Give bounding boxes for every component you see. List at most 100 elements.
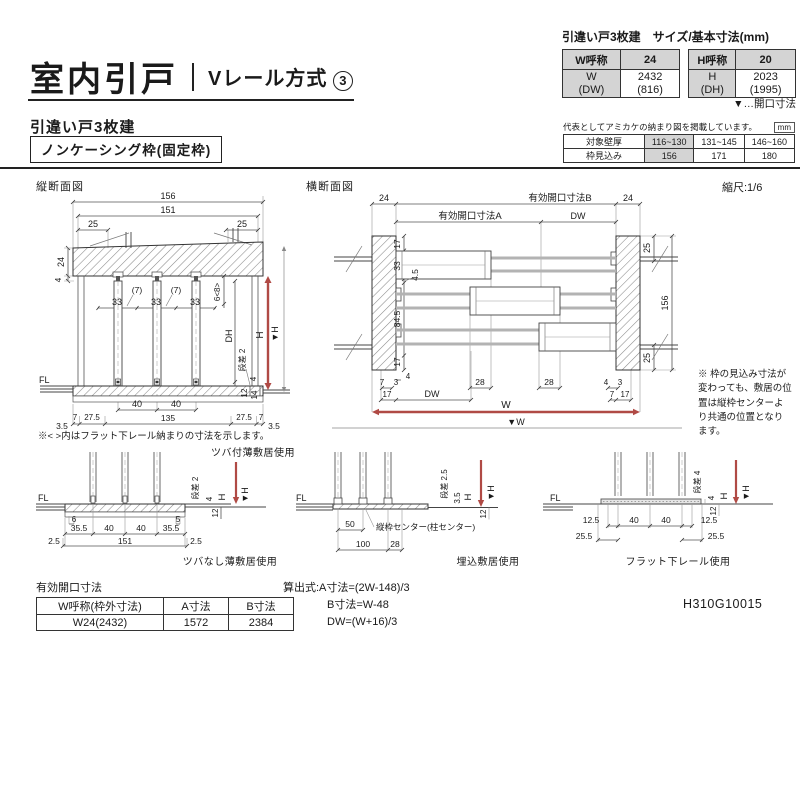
dim-4-left: 4 [406, 372, 411, 381]
scale-note: 縮尺:1/6 [722, 182, 763, 194]
step-label: 段差 2 [237, 348, 247, 371]
title-underline [28, 72, 354, 101]
flat-rail-note: ※< >内はフラット下レール納まりの寸法を示します。 [38, 430, 269, 442]
formula-line3: DW=(W+16)/3 [327, 616, 398, 629]
size-table-block: 引違い戸3枚建 サイズ/基本寸法(mm) W呼称 24 W (DW) 2432 … [562, 28, 796, 99]
detail-3: FL 段差 4 4 H ▼H 12 12.5 40 40 12.5 25.5 2… [543, 452, 773, 568]
dim-3-left: 3 [394, 378, 399, 387]
dim-151: 151 [160, 205, 175, 215]
dim-125a: 12.5 [583, 515, 600, 525]
caption-plain-sill: ツバなし薄敷居使用 [183, 555, 278, 568]
dim-H: H [217, 493, 228, 500]
dim-17-right: 17 [621, 390, 630, 399]
detail-1: FL 段差 2 4 H ▼H 12 6 5 35.5 40 40 35.5 2.… [36, 446, 295, 568]
sill-detail-drawings: FL 段差 2 4 H ▼H 12 6 5 35.5 40 40 35.5 2.… [36, 446, 773, 568]
datum-H: ▼H [270, 326, 280, 341]
h-name-header: H呼称 [688, 49, 737, 70]
leader-lines [126, 294, 251, 386]
wall-thickness-table: 対象壁厚 116~130 131~145 146~160 枠見込み 156 17… [563, 134, 796, 163]
caption-flat-rail: フラット下レール使用 [626, 555, 731, 568]
dim-50: 50 [345, 519, 355, 529]
opening-dimension-table: W呼称(枠外寸法) A寸法 B寸法 W24(2432) 1572 2384 [36, 597, 294, 631]
h-dim-value: 2023 (1995) [735, 68, 796, 99]
dim-25-right: 25 [237, 219, 247, 229]
caption-flanged-sill: ツバ付薄敷居使用 [211, 446, 295, 459]
dim-12: 12 [479, 509, 488, 518]
unit-label: mm [773, 122, 795, 133]
dim-156: 156 [160, 191, 175, 201]
dim-355b: 35.5 [163, 523, 180, 533]
head-frame [72, 241, 264, 277]
dim-12: 12 [240, 388, 249, 397]
dim-33a: 33 [112, 297, 122, 307]
fl-label: FL [38, 493, 49, 503]
dim-25b: 25 [642, 353, 652, 363]
dim-4-right: 4 [604, 378, 609, 387]
opening-dim-note: ▼…開口寸法 [733, 98, 796, 110]
h-name-value: 20 [735, 49, 796, 70]
dim-151: 151 [118, 536, 132, 546]
dim-5: 5 [176, 515, 181, 524]
wall-row2-label: 枠見込み [563, 148, 645, 163]
w-name-header: W呼称 [562, 49, 621, 70]
caption-embedded-sill: 埋込敷居使用 [457, 555, 520, 568]
document-code: H310G10015 [683, 597, 763, 611]
dim-28b: 28 [544, 377, 554, 387]
step-label: 段差 4 [692, 470, 702, 493]
wall-row2-v1: 156 [643, 148, 695, 163]
dim-40b: 40 [661, 515, 671, 525]
datum-H: ▼H [741, 485, 751, 500]
dim-845: 84.5 [392, 310, 402, 327]
dim-35a: 3.5 [56, 421, 68, 431]
outer-arrow-top [281, 246, 287, 251]
dim-3-right: 3 [618, 378, 623, 387]
dim-255a: 25.5 [576, 531, 593, 541]
leader-45 [404, 277, 413, 282]
horizontal-section-drawing: 24 有効開口寸法B 24 有効開口寸法A DW 17 33 4.5 84.5 … [332, 192, 682, 429]
fl-label: FL [296, 493, 307, 503]
vertical-section-drawing: 156 151 25 25 24 4 (7) (7) 33 33 33 6<8>… [38, 191, 290, 442]
left-ext [64, 247, 74, 282]
formula-line2: B寸法=W-48 [327, 599, 389, 612]
dim-H: H [463, 493, 474, 500]
dim-33c: 33 [190, 297, 200, 307]
dim-135: 135 [161, 413, 175, 423]
horizontal-section-label: 横断面図 [306, 181, 354, 193]
gap-7b: (7) [171, 285, 182, 295]
dim-7-left: 7 [380, 378, 385, 387]
dim-35: 3.5 [453, 492, 462, 504]
dim-40a: 40 [132, 399, 142, 409]
extension-lines [371, 204, 676, 412]
floor-lines [40, 385, 290, 394]
dimension-lines [372, 203, 673, 401]
door-panels [113, 276, 201, 387]
dim-35b: 3.5 [268, 421, 280, 431]
circled-number: 3 [333, 71, 354, 91]
size-table-title: 引違い戸3枚建 サイズ/基本寸法(mm) [562, 30, 769, 44]
title-divider [192, 62, 194, 91]
dim-7a: 7 [73, 413, 78, 422]
opening-r3: 2384 [228, 614, 294, 631]
dim-s4: 4 [249, 376, 258, 381]
dim-25a: 25 [642, 243, 652, 253]
dim-17-left: 17 [383, 390, 392, 399]
dim-4: 4 [205, 496, 214, 501]
fl-label: FL [550, 493, 561, 503]
wall-stub-lines [125, 228, 239, 248]
track-rails [396, 256, 616, 346]
sub-sill [72, 395, 264, 403]
dim-255b: 25.5 [708, 531, 725, 541]
fl-label: FL [39, 375, 50, 385]
dim-28a: 28 [475, 377, 485, 387]
wall-table-block: 代表としてアミカケの納まり図を掲載しています。 mm 対象壁厚 116~130 … [563, 121, 796, 163]
right-jamb [615, 235, 641, 371]
wall-row2-v2: 171 [693, 148, 745, 163]
dim-40b: 40 [136, 523, 146, 533]
wall-note: 代表としてアミカケの納まり図を掲載しています。 [563, 122, 757, 132]
dim-33: 33 [392, 261, 402, 271]
opening-table-block: 有効開口寸法 W呼称(枠外寸法) A寸法 B寸法 W24(2432) 1572 … [36, 579, 294, 631]
dim-12: 12 [211, 508, 220, 517]
